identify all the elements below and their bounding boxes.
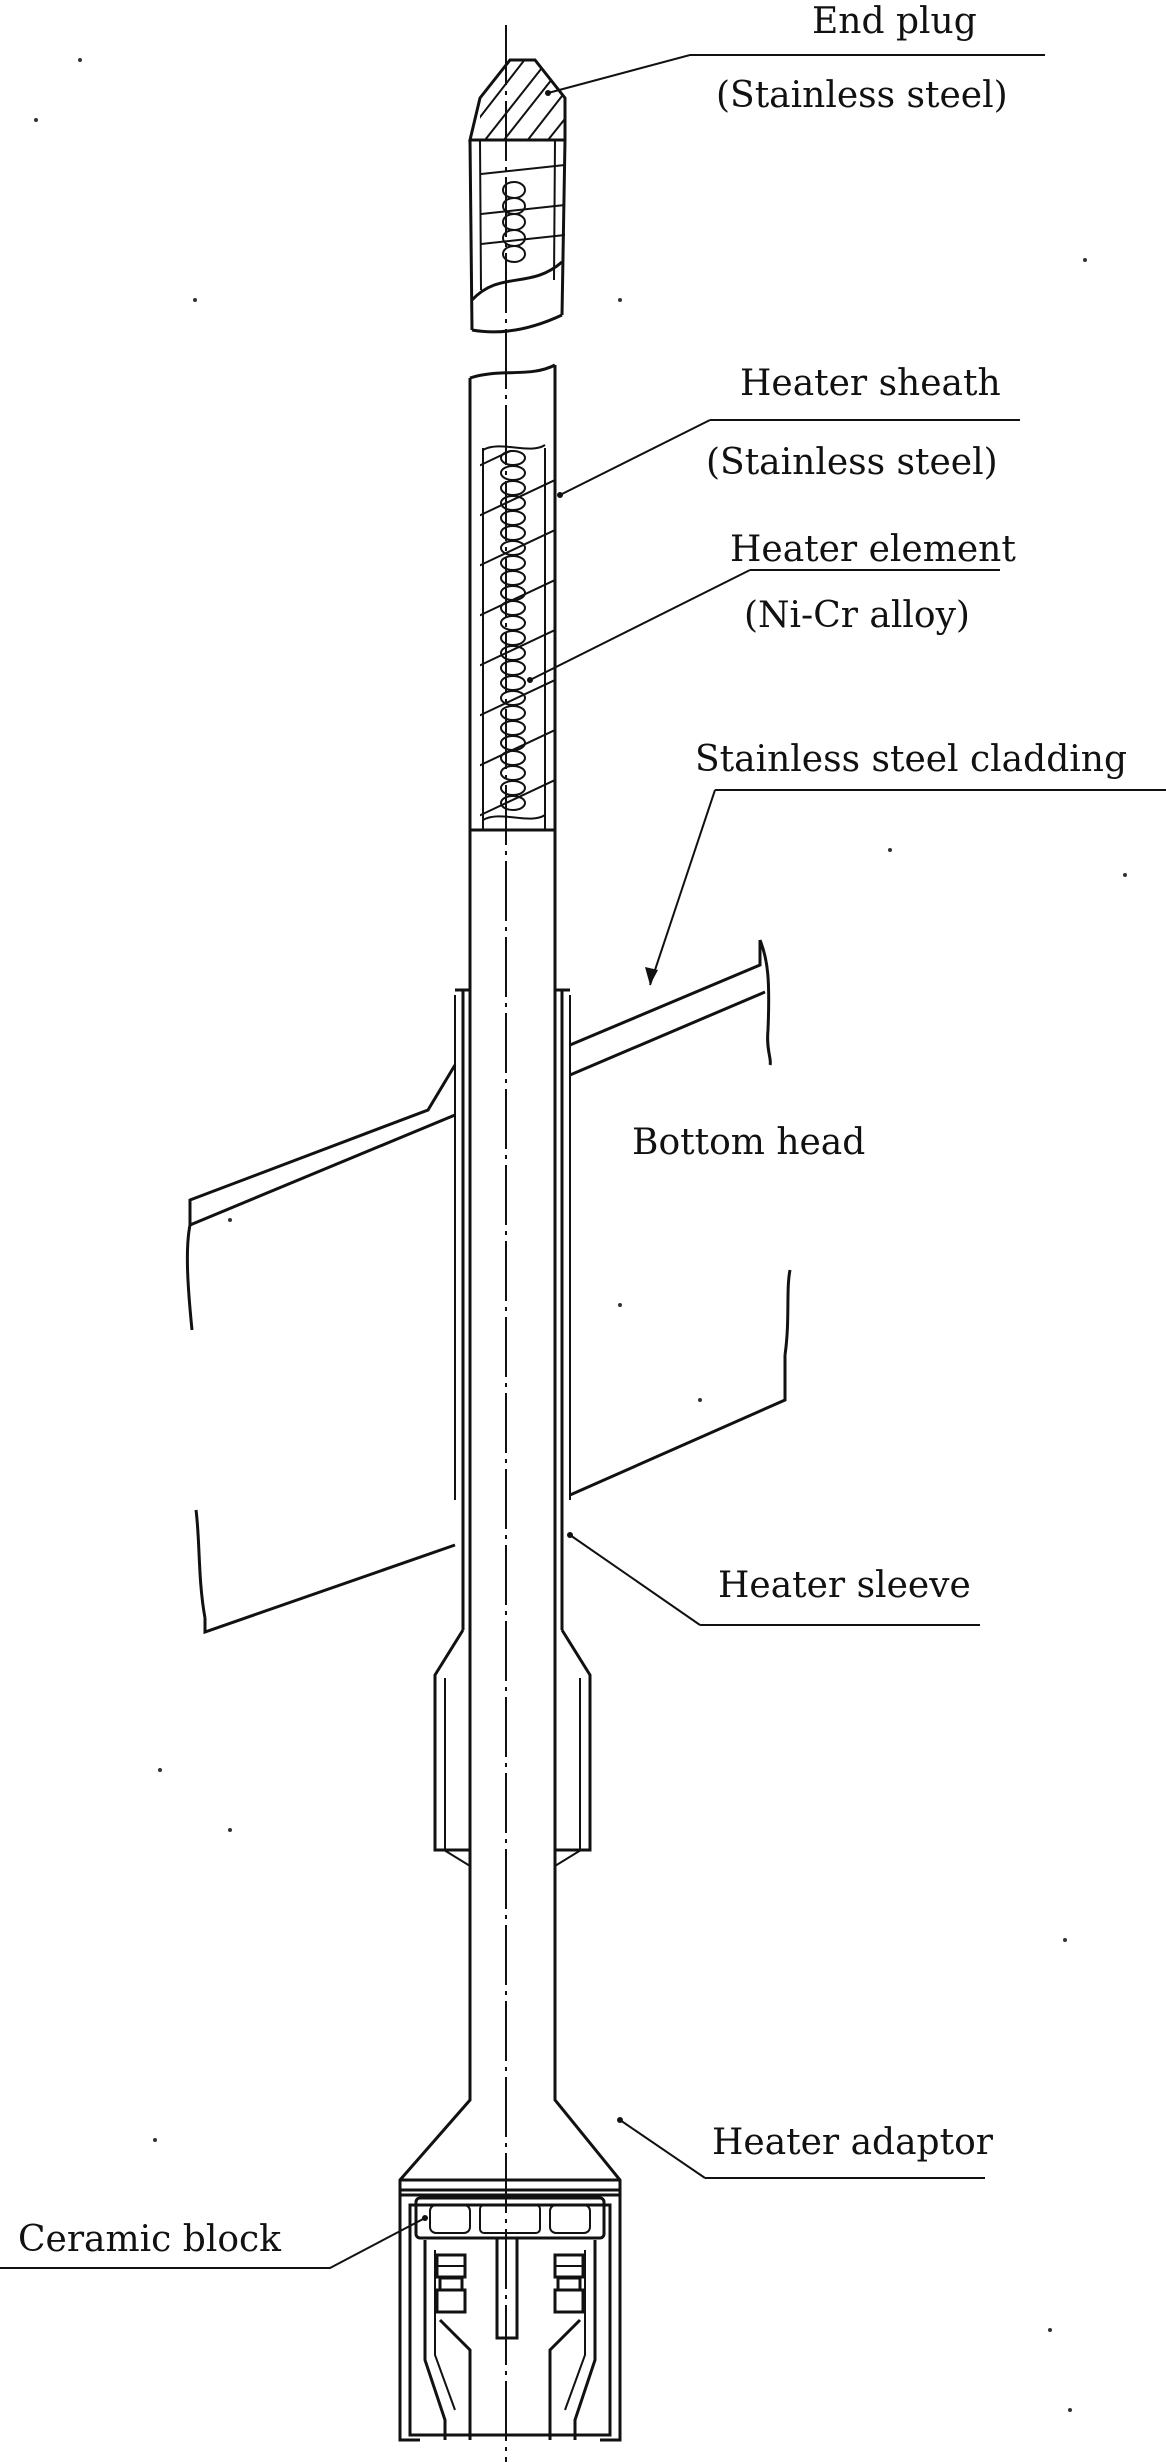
leader-cladding bbox=[649, 789, 716, 986]
label-heater-adaptor: Heater adaptor bbox=[712, 2122, 993, 2163]
coil-loop bbox=[500, 735, 526, 751]
leader-heater-sheath bbox=[559, 419, 711, 496]
coil-loop bbox=[500, 525, 526, 541]
scan-specks bbox=[34, 58, 1127, 2412]
terminal-right bbox=[553, 2253, 585, 2314]
coil-loop bbox=[500, 795, 526, 811]
leader-heater-adaptor bbox=[619, 2119, 706, 2179]
coil-loop bbox=[500, 540, 526, 556]
bottom-head-shape bbox=[185, 939, 792, 1635]
coil-loop bbox=[500, 465, 526, 481]
label-heater-sleeve: Heater sleeve bbox=[718, 1565, 971, 1606]
coil-loop bbox=[500, 690, 526, 706]
coil-loop bbox=[500, 765, 526, 781]
coil-loop bbox=[500, 450, 526, 466]
coil-loop bbox=[500, 675, 526, 691]
coil-loop bbox=[500, 780, 526, 796]
coil-loop bbox=[500, 510, 526, 526]
leader-end-plug bbox=[547, 54, 1045, 94]
coil-loop bbox=[500, 720, 526, 736]
label-heater-element: Heater element bbox=[730, 529, 1016, 570]
coil-loop bbox=[500, 705, 526, 721]
upper-sheath-segment bbox=[468, 139, 567, 334]
label-heater-sheath: Heater sheath bbox=[740, 363, 1001, 404]
label-end-plug: End plug bbox=[812, 1, 977, 42]
coil-loop bbox=[500, 480, 526, 496]
leader-ceramic-block bbox=[0, 2217, 426, 2269]
heater-rod bbox=[468, 828, 557, 2070]
ceramic-block-shape bbox=[414, 2196, 606, 2440]
label-ceramic-block: Ceramic block bbox=[18, 2219, 281, 2260]
heater-sleeve-shape bbox=[433, 988, 592, 1868]
label-bottom-head: Bottom head bbox=[632, 1122, 866, 1163]
coil-loop bbox=[500, 555, 526, 571]
coil-loop bbox=[500, 630, 526, 646]
leaders bbox=[0, 54, 1166, 2269]
terminal-left bbox=[435, 2253, 467, 2314]
coil-loop bbox=[500, 570, 526, 586]
label-cladding: Stainless steel cladding bbox=[695, 739, 1127, 780]
coil-loop bbox=[500, 750, 526, 766]
label-heater-element-material: (Ni-Cr alloy) bbox=[744, 595, 970, 636]
heater-element-coil bbox=[500, 450, 526, 811]
label-heater-sheath-material: (Stainless steel) bbox=[706, 442, 998, 483]
coil-loop bbox=[500, 615, 526, 631]
leader-heater-element bbox=[529, 569, 751, 681]
end-plug-shape bbox=[468, 58, 567, 142]
coil-loop bbox=[500, 600, 526, 616]
leader-heater-sleeve bbox=[569, 1534, 701, 1626]
coil-loop bbox=[500, 660, 526, 676]
heater-sheath-shape bbox=[468, 363, 557, 830]
coil-loop bbox=[500, 585, 526, 601]
label-end-plug-material: (Stainless steel) bbox=[716, 75, 1008, 116]
heater-adaptor-shape bbox=[398, 2070, 622, 2442]
